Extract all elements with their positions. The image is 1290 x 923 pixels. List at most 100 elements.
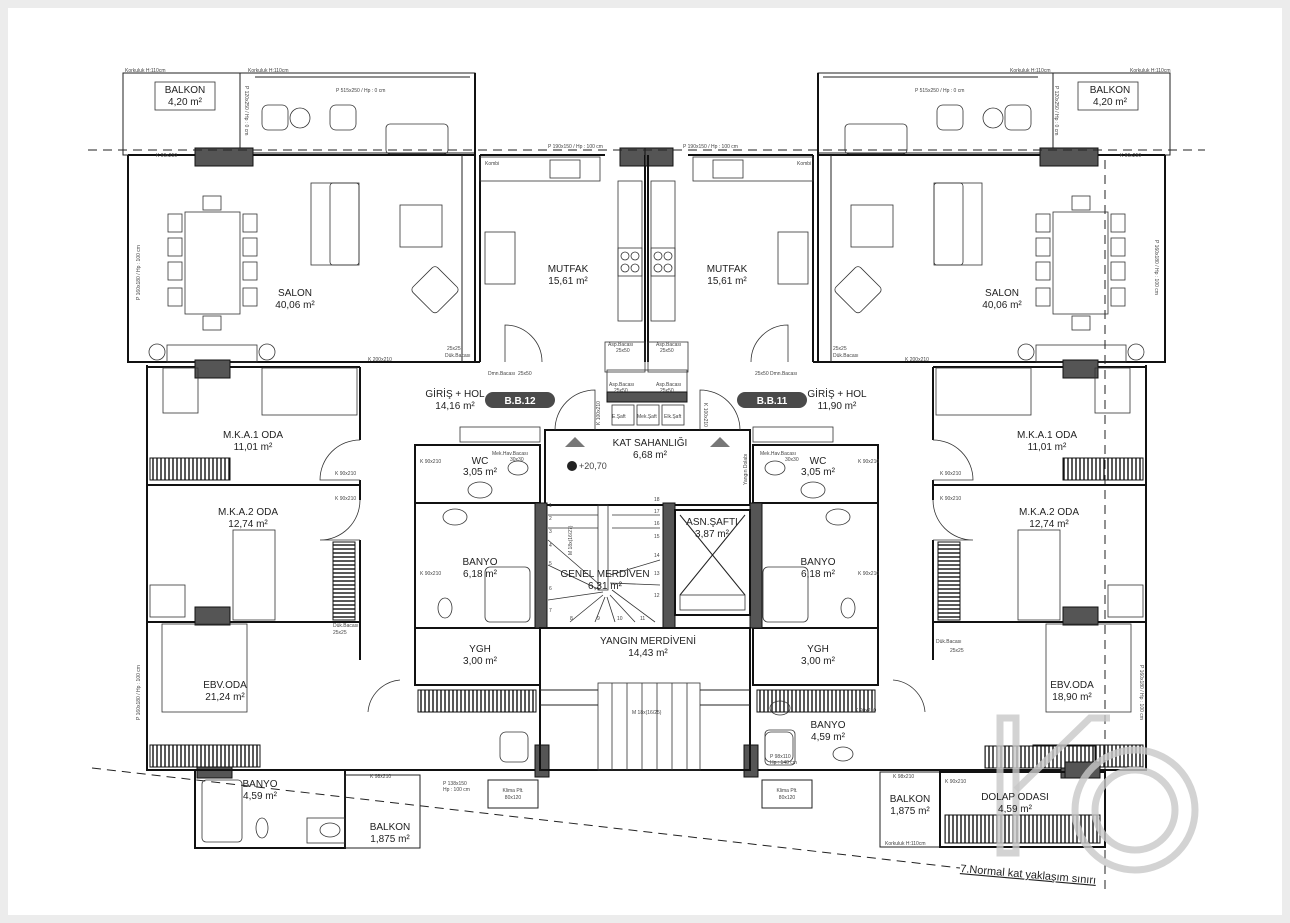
svg-text:18,90 m²: 18,90 m² xyxy=(1052,692,1092,703)
svg-text:Korkuluk H:110cm: Korkuluk H:110cm xyxy=(1010,68,1050,74)
door-label-k100-right: K 100x210 xyxy=(702,403,708,427)
watermark-logo xyxy=(996,714,1199,874)
svg-text:Dük.Bacası: Dük.Bacası xyxy=(936,639,962,645)
svg-text:BANYO: BANYO xyxy=(800,557,835,568)
svg-text:4,59 m²: 4,59 m² xyxy=(811,732,846,743)
svg-text:B.B.11: B.B.11 xyxy=(757,396,788,407)
svg-text:K 90x210: K 90x210 xyxy=(335,496,356,502)
svg-text:Dmn.Bacası: Dmn.Bacası xyxy=(488,371,515,377)
svg-text:21,24 m²: 21,24 m² xyxy=(205,692,245,703)
svg-text:9: 9 xyxy=(597,616,600,622)
svg-text:Korkuluk H:110cm: Korkuluk H:110cm xyxy=(885,841,925,847)
svg-text:MUTFAK: MUTFAK xyxy=(707,264,748,275)
approach-line-diagonal xyxy=(91,767,961,869)
svg-text:K 98x210: K 98x210 xyxy=(370,774,391,780)
room-wc-left: WC3,05 m² xyxy=(463,456,498,478)
svg-text:GİRİŞ + HOL: GİRİŞ + HOL xyxy=(807,387,867,400)
svg-text:E.Şaft: E.Şaft xyxy=(612,414,626,420)
svg-text:BANYO: BANYO xyxy=(242,779,277,790)
svg-text:25x50: 25x50 xyxy=(755,371,769,377)
svg-text:GİRİŞ + HOL: GİRİŞ + HOL xyxy=(425,387,485,400)
right-unit-plan xyxy=(644,72,1171,779)
svg-text:K 90x210: K 90x210 xyxy=(858,571,879,577)
svg-text:Asp.Bacası: Asp.Bacası xyxy=(608,342,633,348)
svg-text:YGH: YGH xyxy=(469,644,491,655)
svg-text:K 90x210: K 90x210 xyxy=(940,471,961,477)
svg-text:40,06 m²: 40,06 m² xyxy=(982,300,1022,311)
svg-text:K 200x210: K 200x210 xyxy=(368,357,392,363)
svg-text:EBV.ODA: EBV.ODA xyxy=(203,680,247,691)
svg-text:14,43 m²: 14,43 m² xyxy=(628,648,668,659)
svg-text:4,59 m²: 4,59 m² xyxy=(998,804,1033,815)
svg-text:B.B.12: B.B.12 xyxy=(504,396,536,407)
level-marker: +20,70 xyxy=(579,461,607,471)
svg-text:6,68 m²: 6,68 m² xyxy=(633,450,668,461)
svg-text:16: 16 xyxy=(654,521,660,527)
svg-text:11,01 m²: 11,01 m² xyxy=(234,442,273,453)
svg-text:EBV.ODA: EBV.ODA xyxy=(1050,680,1094,691)
svg-text:K 90x210: K 90x210 xyxy=(855,708,876,714)
svg-text:3,87 m²: 3,87 m² xyxy=(695,529,730,540)
svg-text:Dük.Bacası: Dük.Bacası xyxy=(333,623,359,629)
svg-text:Dük.Bacası: Dük.Bacası xyxy=(445,353,471,359)
svg-text:Asp.Bacası: Asp.Bacası xyxy=(656,342,681,348)
svg-text:KAT SAHANLIĞI: KAT SAHANLIĞI xyxy=(613,436,688,449)
svg-text:4,59 m²: 4,59 m² xyxy=(243,791,278,802)
svg-text:YANGIN MERDİVENİ: YANGIN MERDİVENİ xyxy=(600,634,696,647)
svg-text:K 90x210: K 90x210 xyxy=(945,779,966,785)
svg-text:15: 15 xyxy=(654,534,660,540)
svg-text:7.Normal kat yaklaşım sınırı: 7.Normal kat yaklaşım sınırı xyxy=(960,863,1097,887)
svg-text:Elk.Şaft: Elk.Şaft xyxy=(664,414,682,420)
left-unit-plan xyxy=(122,72,649,779)
svg-text:Kombi: Kombi xyxy=(797,161,811,167)
svg-text:M.K.A.1 ODA: M.K.A.1 ODA xyxy=(223,430,283,441)
svg-text:30x30: 30x30 xyxy=(785,457,799,463)
svg-text:M 18x(16/27): M 18x(16/27) xyxy=(568,525,574,555)
svg-text:15,61 m²: 15,61 m² xyxy=(707,276,747,287)
svg-text:M.K.A.1 ODA: M.K.A.1 ODA xyxy=(1017,430,1077,441)
svg-text:K 98x210: K 98x210 xyxy=(893,774,914,780)
svg-text:25x25: 25x25 xyxy=(833,346,847,352)
svg-text:YGH: YGH xyxy=(807,644,829,655)
svg-text:6,18 m²: 6,18 m² xyxy=(801,569,836,580)
svg-text:25x25: 25x25 xyxy=(333,630,347,636)
svg-text:BALKON: BALKON xyxy=(165,85,206,96)
svg-text:WC: WC xyxy=(472,456,489,467)
svg-text:K 200x210: K 200x210 xyxy=(905,357,929,363)
svg-text:15,61 m²: 15,61 m² xyxy=(548,276,588,287)
svg-text:Hp : 140 cm: Hp : 140 cm xyxy=(770,760,797,766)
svg-text:P 515x250 / Hp : 0 cm: P 515x250 / Hp : 0 cm xyxy=(915,88,964,94)
svg-text:ASN.ŞAFTI: ASN.ŞAFTI xyxy=(686,517,738,528)
svg-text:P 160x180 / Hp : 100 cm: P 160x180 / Hp : 100 cm xyxy=(136,665,142,720)
svg-text:Mek.Hav.Bacası: Mek.Hav.Bacası xyxy=(760,451,796,457)
core-drawing xyxy=(487,369,813,809)
svg-text:80x120: 80x120 xyxy=(779,795,796,801)
svg-text:K 90x210: K 90x210 xyxy=(420,459,441,465)
svg-text:3: 3 xyxy=(549,529,552,535)
svg-text:3,00 m²: 3,00 m² xyxy=(463,656,498,667)
unit-badge-left: B.B.12 xyxy=(485,392,555,408)
svg-text:BANYO: BANYO xyxy=(462,557,497,568)
svg-text:3,00 m²: 3,00 m² xyxy=(801,656,836,667)
svg-text:MUTFAK: MUTFAK xyxy=(548,264,589,275)
svg-text:K 90x210: K 90x210 xyxy=(420,571,441,577)
room-wc-right: WC3,05 m² xyxy=(801,456,836,478)
svg-text:SALON: SALON xyxy=(985,288,1019,299)
svg-text:P 120x250 / Hp : 0 cm: P 120x250 / Hp : 0 cm xyxy=(243,86,249,135)
svg-text:11,90 m²: 11,90 m² xyxy=(818,401,857,412)
